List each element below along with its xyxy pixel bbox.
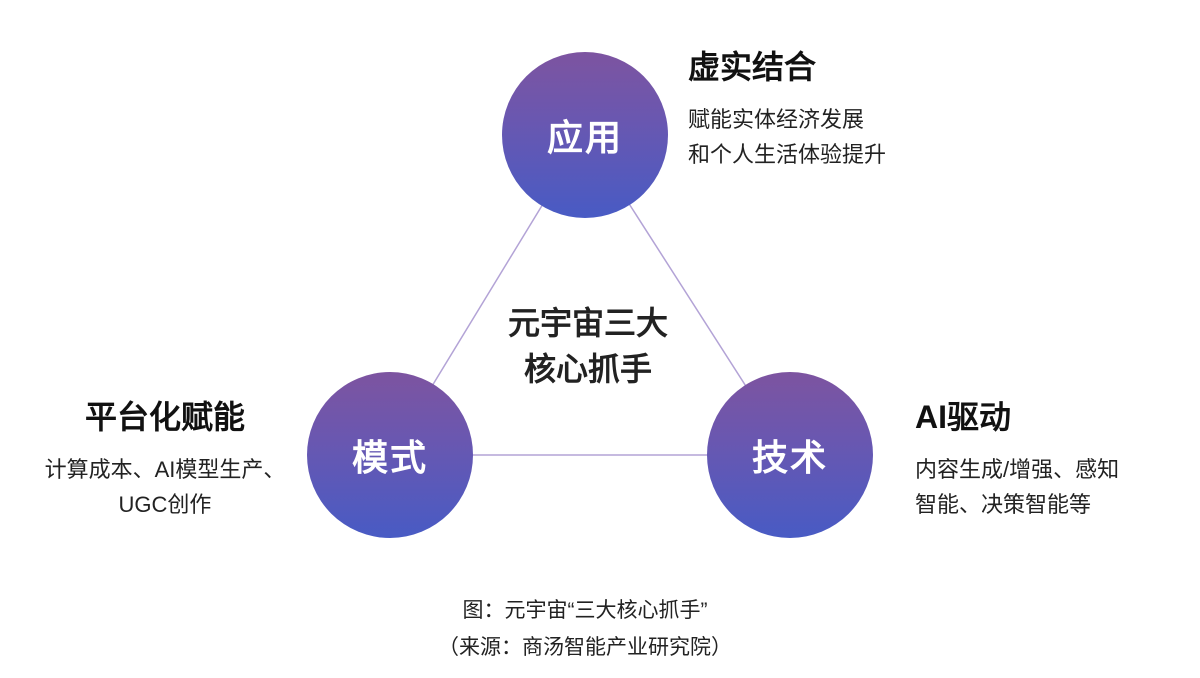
annotation-technology: AI驱动 内容生成/增强、感知 智能、决策智能等: [915, 392, 1119, 522]
node-application-label: 应用: [546, 117, 623, 158]
annotation-mode-description: 计算成本、AI模型生产、 UGC创作: [30, 452, 300, 522]
center-title: 元宇宙三大 核心抓手: [438, 300, 738, 392]
figure-caption-source: （来源：商汤智能产业研究院）: [438, 636, 732, 659]
annotation-mode: 平台化赋能 计算成本、AI模型生产、 UGC创作: [30, 392, 300, 522]
annotation-application-desc-line2: 和个人生活体验提升: [688, 142, 887, 167]
annotation-application-desc-line1: 赋能实体经济发展: [688, 107, 865, 132]
node-technology-label: 技术: [751, 437, 828, 478]
center-title-line2: 核心抓手: [523, 351, 652, 387]
annotation-mode-heading: 平台化赋能: [84, 399, 245, 435]
annotation-application-heading: 虚实结合: [688, 49, 817, 85]
node-mode-label: 模式: [351, 437, 428, 478]
annotation-technology-description: 内容生成/增强、感知 智能、决策智能等: [915, 452, 1119, 522]
annotation-technology-desc-line2: 智能、决策智能等: [915, 492, 1092, 517]
node-technology-circle: 技术: [707, 372, 873, 538]
annotation-mode-desc-line2: UGC创作: [118, 492, 212, 517]
annotation-technology-heading: AI驱动: [915, 399, 1012, 435]
annotation-application-description: 赋能实体经济发展 和个人生活体验提升: [688, 102, 886, 172]
figure-caption-title: 图：元宇宙“三大核心抓手”: [462, 599, 708, 622]
annotation-technology-desc-line1: 内容生成/增强、感知: [915, 457, 1120, 482]
node-application-circle: 应用: [502, 52, 668, 218]
figure-caption: 图：元宇宙“三大核心抓手” （来源：商汤智能产业研究院）: [0, 592, 1170, 666]
annotation-application: 虚实结合 赋能实体经济发展 和个人生活体验提升: [688, 42, 886, 172]
node-mode-circle: 模式: [307, 372, 473, 538]
annotation-mode-desc-line1: 计算成本、AI模型生产、: [44, 457, 286, 482]
center-title-line1: 元宇宙三大: [507, 305, 668, 341]
